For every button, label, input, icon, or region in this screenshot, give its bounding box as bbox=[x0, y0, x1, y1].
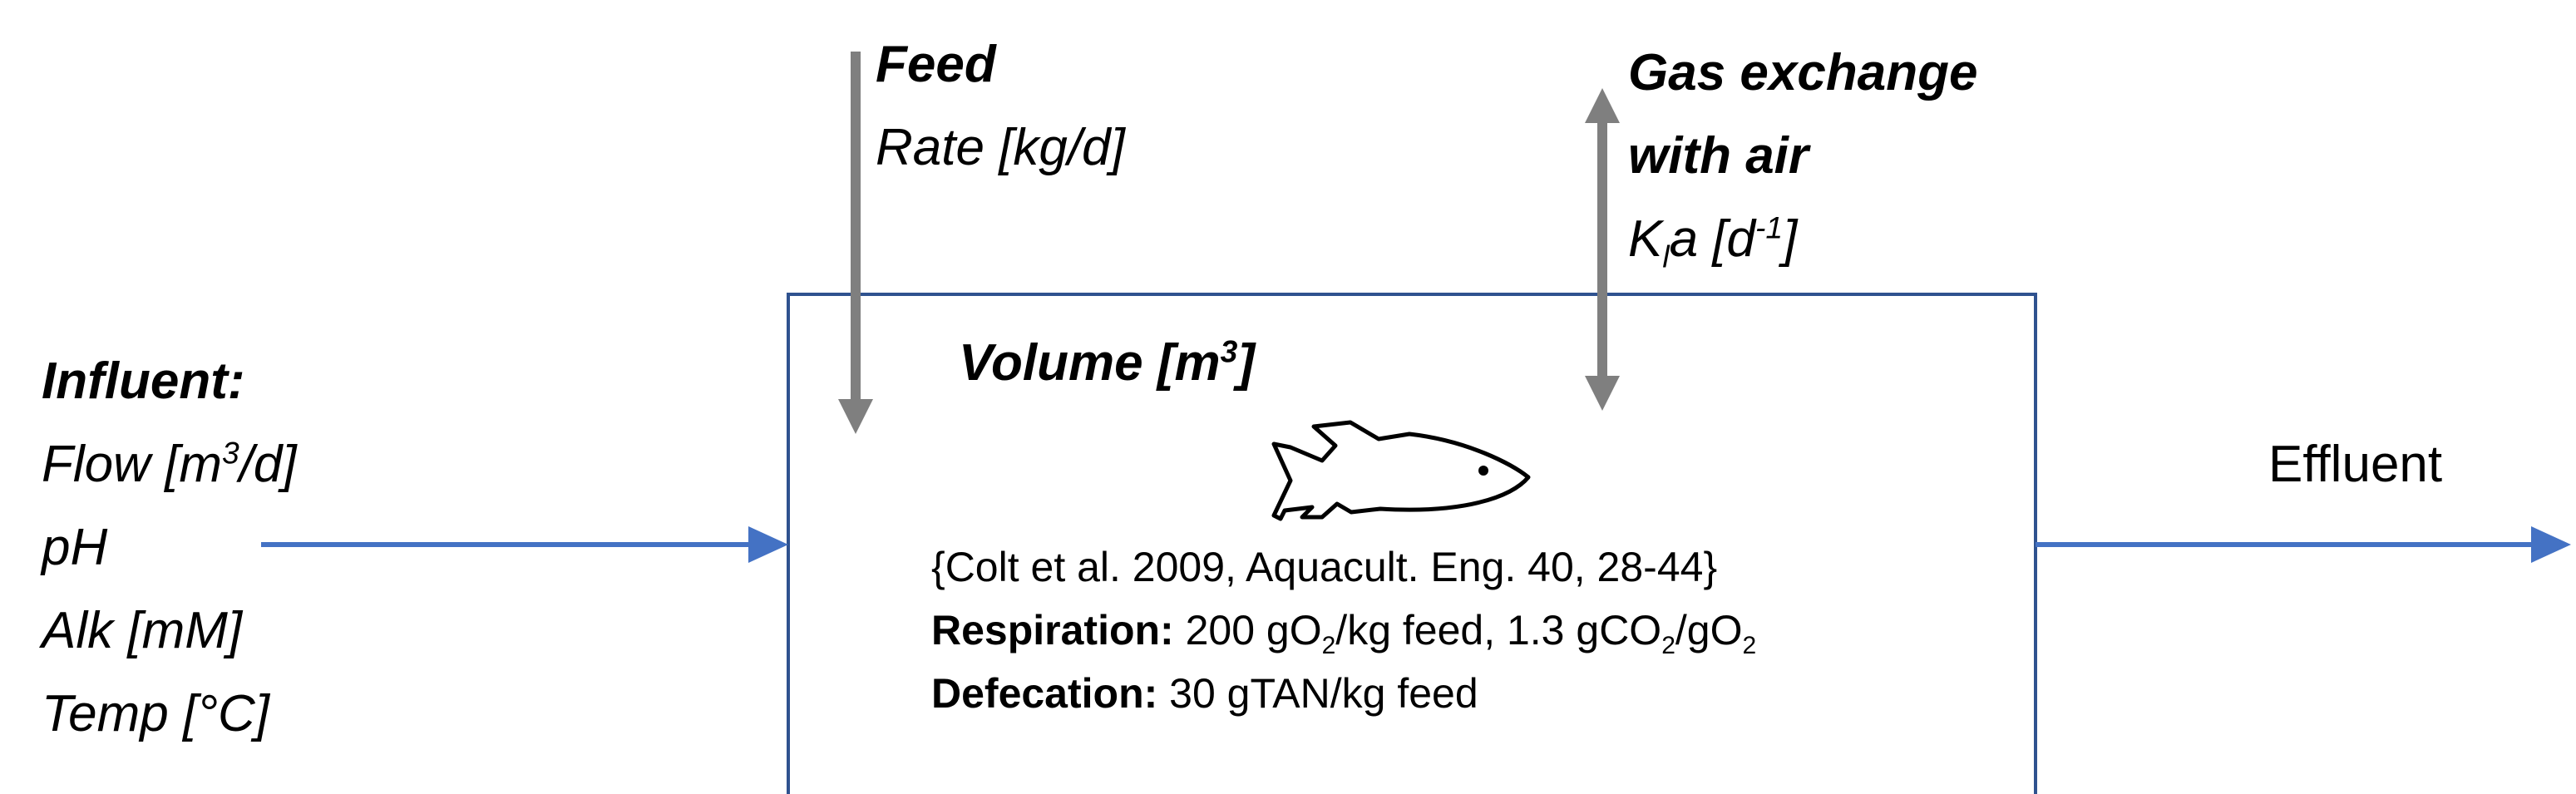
gas-exchange-arrow bbox=[1585, 88, 1620, 411]
tank-volume-text: Volume [m bbox=[959, 334, 1221, 392]
feed-arrow bbox=[838, 52, 873, 434]
fish-icon bbox=[1271, 420, 1531, 521]
tank-volume-sup: 3 bbox=[1220, 333, 1238, 369]
gas-a-sup: -1 bbox=[1755, 210, 1784, 245]
respiration-text2: /kg feed, 1.3 gCO bbox=[1335, 607, 1662, 653]
gas-kla: Kla [d-1] bbox=[1628, 198, 1797, 281]
respiration-sub2: 2 bbox=[1661, 632, 1675, 659]
defecation-label: Defecation: bbox=[931, 670, 1158, 717]
influent-alk: Alk [mM] bbox=[42, 602, 243, 659]
citation: {Colt et al. 2009, Aquacult. Eng. 40, 28… bbox=[931, 544, 1718, 590]
influent-title-text: Influent: bbox=[42, 353, 245, 410]
effluent-label: Effluent bbox=[2268, 436, 2443, 493]
respiration-line: Respiration: 200 gO2/kg feed, 1.3 gCO2/g… bbox=[931, 599, 1756, 662]
respiration-sub1: 2 bbox=[1321, 632, 1336, 659]
respiration-sub3: 2 bbox=[1742, 632, 1757, 659]
influent-flow: Flow [m3/d] bbox=[42, 423, 297, 506]
defecation-line: Defecation: 30 gTAN/kg feed bbox=[931, 662, 1478, 725]
influent-arrow bbox=[261, 526, 788, 563]
influent-flow-end: /d] bbox=[239, 436, 297, 493]
influent-flow-sup: 3 bbox=[222, 435, 239, 471]
influent-flow-text: Flow [m bbox=[42, 436, 222, 493]
tank-volume-end: ] bbox=[1237, 334, 1255, 392]
gas-a-end: ] bbox=[1783, 210, 1798, 268]
feed-title: Feed bbox=[876, 36, 996, 93]
respiration-text1: 200 gO bbox=[1173, 607, 1322, 653]
gas-k: K bbox=[1628, 210, 1663, 268]
tank-volume: Volume [m3] bbox=[959, 322, 1255, 405]
tank-box bbox=[787, 293, 2037, 794]
effluent-arrow bbox=[2036, 526, 2571, 563]
feed-rate: Rate [kg/d] bbox=[876, 119, 1125, 176]
gas-title-line2: with air bbox=[1628, 127, 1809, 185]
gas-title-line1: Gas exchange bbox=[1628, 44, 1978, 101]
defecation-text: 30 gTAN/kg feed bbox=[1157, 670, 1478, 717]
influent-ph: pH bbox=[42, 519, 108, 576]
influent-title: Influent: bbox=[42, 340, 245, 423]
respiration-text3: /gO bbox=[1675, 607, 1743, 653]
influent-temp: Temp [°C] bbox=[42, 685, 270, 742]
respiration-label: Respiration: bbox=[931, 607, 1174, 653]
gas-k-sub: l bbox=[1662, 239, 1670, 274]
gas-a: a [d bbox=[1669, 210, 1756, 268]
